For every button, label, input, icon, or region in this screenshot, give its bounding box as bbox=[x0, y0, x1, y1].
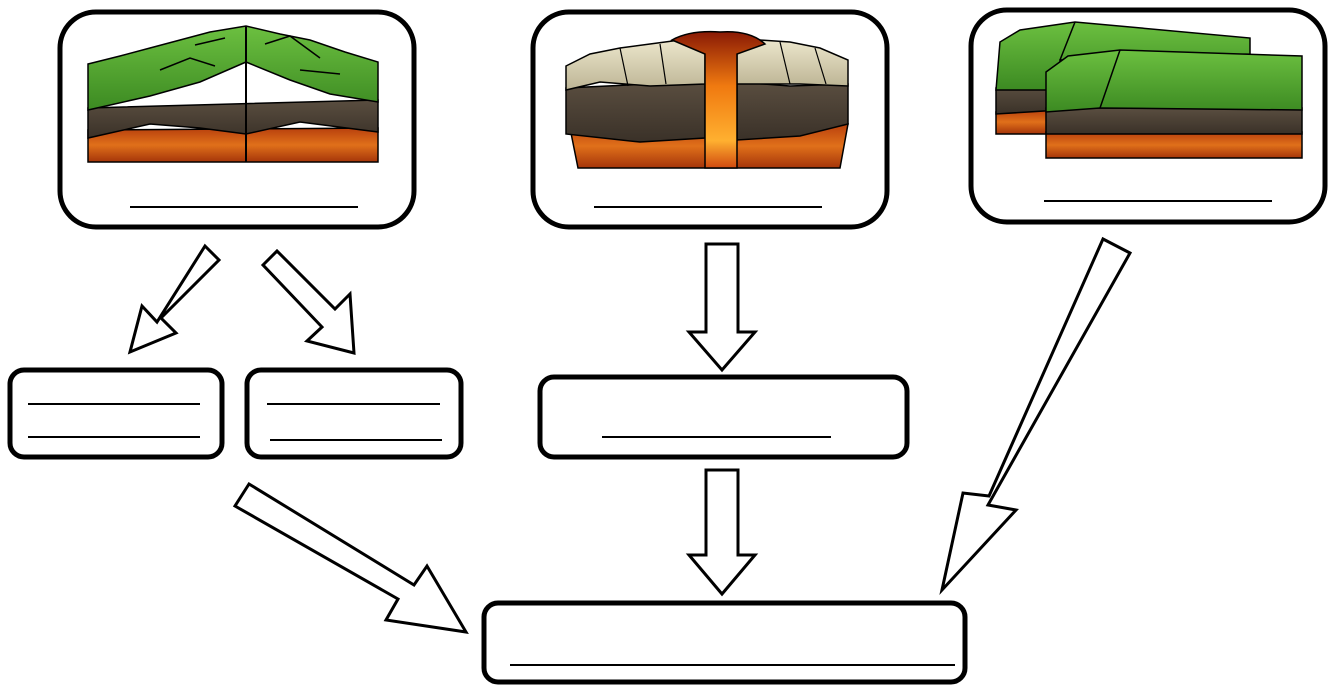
mid-left-b-card bbox=[244, 367, 464, 460]
transform-fault-illustration bbox=[995, 21, 1303, 159]
top-right-card bbox=[968, 7, 1328, 225]
mid-left-a-card bbox=[7, 367, 225, 460]
arrow-mid-left-to-bottom bbox=[232, 481, 469, 634]
mid-center-card bbox=[537, 374, 910, 460]
arrow-top-left-to-mid-left-b bbox=[260, 248, 356, 355]
volcanic-rift-illustration bbox=[565, 30, 849, 169]
arrow-top-right-to-bottom bbox=[939, 236, 1133, 596]
divergent-plate-boundary-illustration bbox=[87, 25, 379, 163]
bottom-card bbox=[481, 600, 968, 685]
top-left-card bbox=[57, 9, 417, 230]
arrow-top-left-to-mid-left-a bbox=[127, 243, 222, 355]
arrow-mid-center-to-bottom bbox=[685, 468, 759, 597]
arrow-top-middle-to-mid-center bbox=[685, 242, 759, 373]
top-middle-card bbox=[530, 9, 890, 230]
